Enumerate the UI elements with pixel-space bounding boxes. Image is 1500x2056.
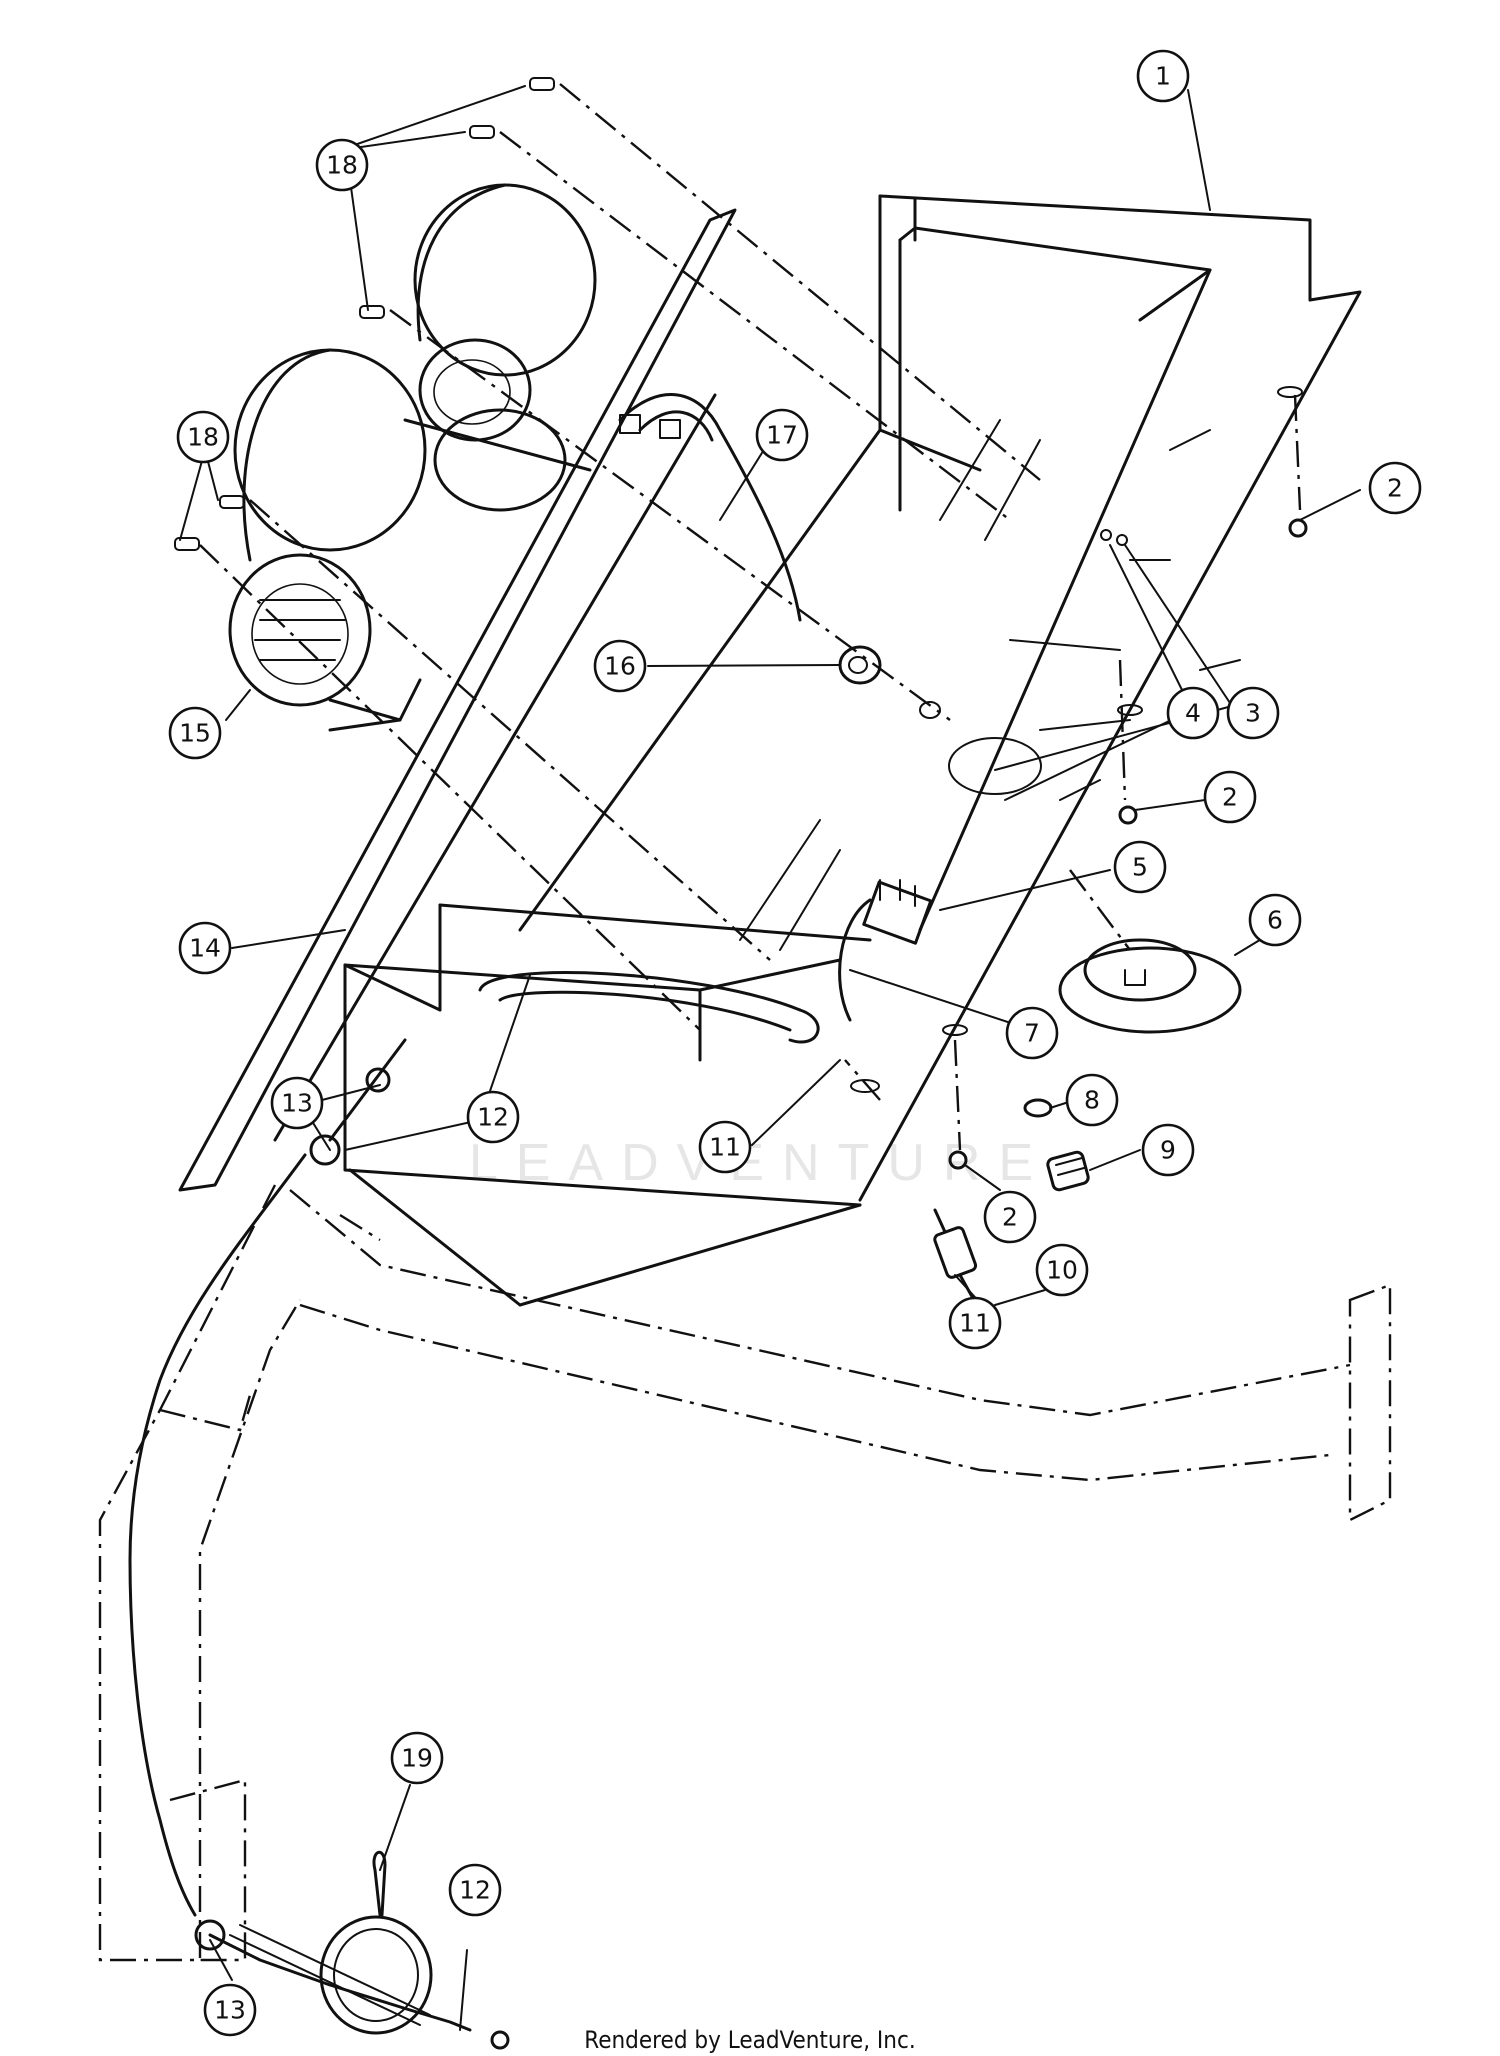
svg-text:18: 18 [326, 151, 358, 180]
svg-text:5: 5 [1132, 853, 1148, 882]
callout-15: 15 [168, 706, 222, 760]
svg-text:1: 1 [1155, 62, 1171, 91]
callout-19: 19 [390, 1731, 444, 1785]
callout-1: 1 [1136, 49, 1190, 103]
callout-2: 2 [1203, 770, 1257, 824]
callout-18: 18 [176, 410, 230, 464]
frame-outline [98, 1184, 1392, 1962]
heater-housing [178, 194, 1362, 1307]
callout-12: 12 [448, 1863, 502, 1917]
callout-2: 2 [1368, 461, 1422, 515]
svg-text:19: 19 [401, 1744, 433, 1773]
callout-11: 11 [948, 1296, 1002, 1350]
callout-11: 11 [698, 1120, 752, 1174]
callout-13: 13 [203, 1983, 257, 2037]
callout-4: 4 [1166, 686, 1220, 740]
callout-12: 12 [466, 1090, 520, 1144]
svg-text:12: 12 [459, 1876, 491, 1905]
callout-10: 10 [1035, 1243, 1089, 1297]
svg-text:6: 6 [1267, 906, 1283, 935]
footer-credit: Rendered by LeadVenture, Inc. [584, 2026, 916, 2054]
construction-lines [199, 83, 1302, 1151]
svg-text:8: 8 [1084, 1086, 1100, 1115]
callout-18: 18 [315, 138, 369, 192]
control-cable [128, 1038, 510, 2050]
leader-lines [209, 89, 1361, 2031]
callout-14: 14 [178, 921, 232, 975]
svg-text:2: 2 [1222, 783, 1238, 812]
svg-text:11: 11 [709, 1133, 741, 1162]
callout-5: 5 [1113, 840, 1167, 894]
callout-16: 16 [593, 639, 647, 693]
svg-text:9: 9 [1160, 1136, 1176, 1165]
svg-text:3: 3 [1245, 699, 1261, 728]
svg-text:10: 10 [1046, 1256, 1078, 1285]
knob-6 [1058, 938, 1242, 1034]
svg-text:13: 13 [281, 1089, 313, 1118]
svg-text:14: 14 [189, 934, 221, 963]
svg-text:12: 12 [477, 1103, 509, 1132]
callout-13: 13 [270, 1076, 324, 1130]
blower-assembly [228, 183, 597, 732]
svg-text:2: 2 [1387, 474, 1403, 503]
callout-17: 17 [755, 408, 809, 462]
callout-7: 7 [1005, 1006, 1059, 1060]
callout-8: 8 [1065, 1073, 1119, 1127]
switch-5 [838, 879, 933, 1022]
svg-text:18: 18 [187, 423, 219, 452]
lamp-socket-9 [1046, 1150, 1090, 1192]
screw-set-18 [174, 77, 555, 551]
svg-text:13: 13 [214, 1996, 246, 2025]
callout-9: 9 [1141, 1123, 1195, 1177]
svg-text:7: 7 [1024, 1019, 1040, 1048]
screws-2 [948, 518, 1308, 1170]
svg-text:2: 2 [1002, 1203, 1018, 1232]
callout-2: 2 [983, 1190, 1037, 1244]
svg-text:16: 16 [604, 652, 636, 681]
svg-text:17: 17 [766, 421, 798, 450]
svg-text:11: 11 [959, 1309, 991, 1338]
callout-6: 6 [1248, 893, 1302, 947]
nut-8 [1023, 1098, 1053, 1118]
svg-text:15: 15 [179, 719, 211, 748]
svg-text:4: 4 [1185, 699, 1201, 728]
wire-harness [618, 393, 802, 622]
callout-3: 3 [1226, 686, 1280, 740]
